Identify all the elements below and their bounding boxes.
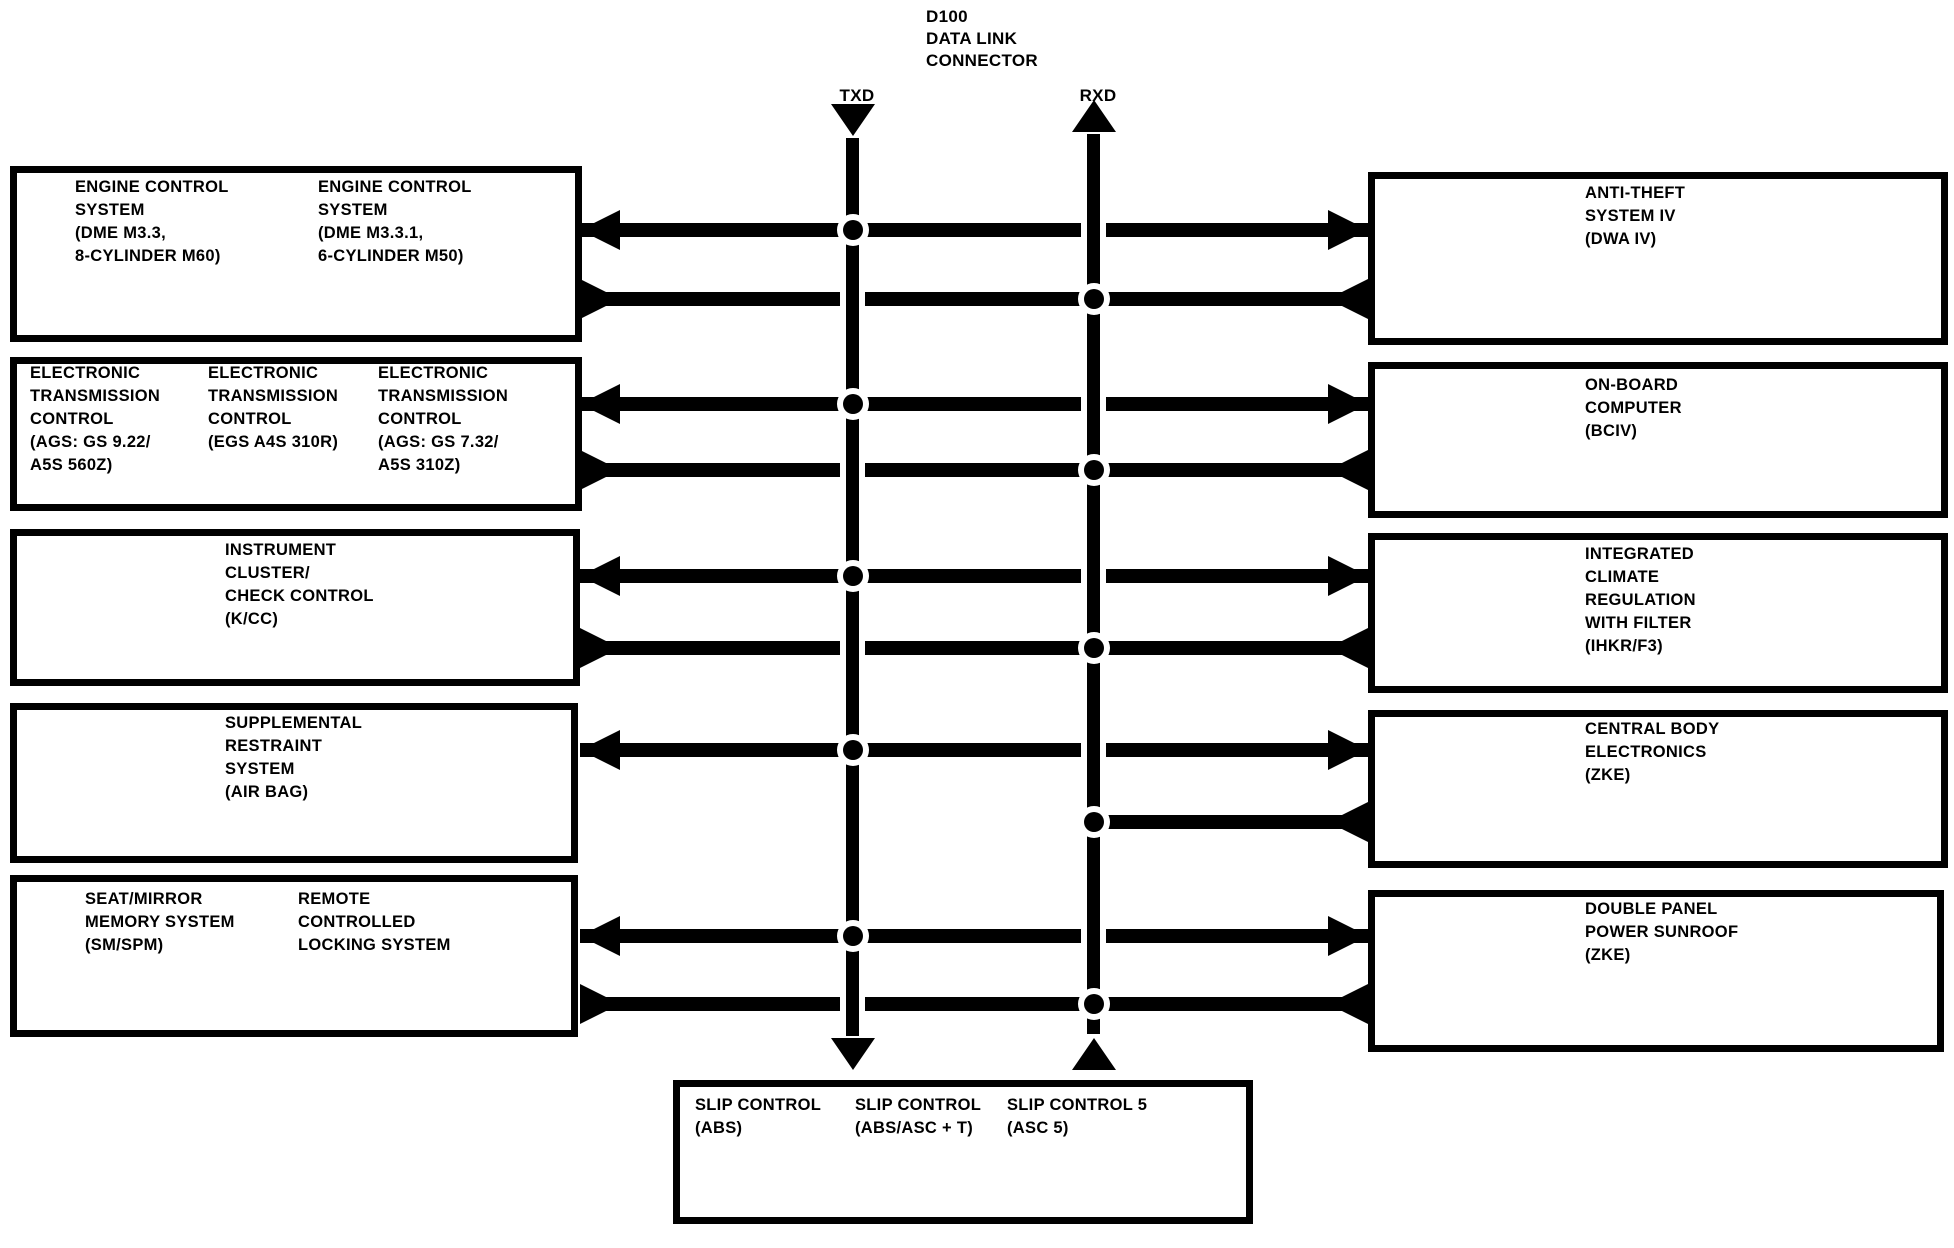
box-text: DOUBLE PANEL POWER SUNROOF (ZKE) — [1585, 900, 1739, 964]
box-text: SEAT/MIRROR MEMORY SYSTEM (SM/SPM) — [85, 890, 235, 954]
arrow-left-icon — [580, 916, 620, 956]
txd-label: TXD — [839, 86, 875, 105]
arrow-left-icon — [580, 730, 620, 770]
box-text: ELECTRONIC TRANSMISSION CONTROL (EGS A4S… — [208, 364, 339, 451]
box-engine-control-system — [10, 166, 582, 342]
arrow-left-icon — [1328, 628, 1368, 668]
arrow-left-icon — [580, 210, 620, 250]
arrow-right-icon — [580, 279, 620, 319]
box-integrated-climate-regulation — [1368, 533, 1948, 693]
bus-wire-segment — [1106, 743, 1368, 757]
bus-wire-segment — [580, 292, 840, 306]
rxd-bus-line — [1087, 134, 1100, 1034]
box-instrument-cluster — [10, 529, 580, 686]
junction-dot — [842, 220, 863, 240]
junction-dot — [842, 740, 863, 760]
bus-wire-segment — [580, 223, 1081, 237]
box-text: CENTRAL BODY ELECTRONICS (ZKE) — [1585, 720, 1720, 784]
bus-wire-segment — [865, 997, 1368, 1011]
arrow-left-icon — [1328, 802, 1368, 842]
arrow-right-icon — [1328, 556, 1368, 596]
box-on-board-computer — [1368, 362, 1948, 518]
bus-wire-segment — [865, 641, 1368, 655]
arrow-right-icon — [1328, 730, 1368, 770]
junction-dot — [842, 926, 863, 946]
box-text: ENGINE CONTROL SYSTEM (DME M3.3, 8-CYLIN… — [75, 178, 229, 265]
bus-wire-segment — [865, 292, 1368, 306]
box-electronic-transmission-control — [10, 357, 582, 511]
bus-wire-segment — [580, 463, 840, 477]
junction-dot — [1083, 638, 1104, 658]
box-text: SUPPLEMENTAL RESTRAINT SYSTEM (AIR BAG) — [225, 714, 363, 801]
bus-wire-segment — [580, 997, 840, 1011]
junction-dot — [842, 566, 863, 586]
connector-label: D100 DATA LINK CONNECTOR — [926, 7, 1038, 70]
bus-wire-segment — [580, 397, 1081, 411]
junction-dot — [1083, 460, 1104, 480]
junction-dot — [1083, 812, 1104, 832]
arrow-left-icon — [580, 384, 620, 424]
bus-wire-segment — [580, 929, 1081, 943]
box-supplemental-restraint-system — [10, 703, 578, 863]
arrow-left-icon — [1328, 450, 1368, 490]
box-anti-theft-system — [1368, 172, 1948, 345]
box-text: ELECTRONIC TRANSMISSION CONTROL (AGS: GS… — [30, 364, 161, 474]
box-text: ENGINE CONTROL SYSTEM (DME M3.3.1, 6-CYL… — [318, 178, 472, 265]
bus-wire-segment — [1087, 815, 1368, 829]
bus-wire-segment — [580, 743, 1081, 757]
bus-wire-segment — [1106, 569, 1368, 583]
arrow-right-icon — [1328, 210, 1368, 250]
arrow-right-icon — [1328, 384, 1368, 424]
arrow-left-icon — [1328, 279, 1368, 319]
box-slip-control — [673, 1080, 1253, 1224]
txd-arrow-down-icon — [831, 1038, 875, 1070]
bus-wire-segment — [580, 641, 840, 655]
arrow-left-icon — [580, 556, 620, 596]
bus-wire-segment — [1106, 397, 1368, 411]
arrow-right-icon — [1328, 916, 1368, 956]
junction-dot — [1083, 994, 1104, 1014]
bus-wire-segment — [865, 463, 1368, 477]
box-central-body-electronics — [1368, 710, 1948, 868]
arrow-left-icon — [1328, 984, 1368, 1024]
box-text: SLIP CONTROL (ABS/ASC + T) — [855, 1096, 982, 1137]
arrow-right-icon — [580, 628, 620, 668]
box-double-panel-power-sunroof — [1368, 890, 1944, 1052]
box-text: SLIP CONTROL (ABS) — [695, 1096, 822, 1137]
junction-dot — [1083, 289, 1104, 309]
box-text: ANTI-THEFT SYSTEM IV (DWA IV) — [1585, 184, 1686, 248]
bus-wire-segment — [1106, 223, 1368, 237]
rxd-arrow-up-icon — [1072, 1038, 1116, 1070]
rxd-arrow-up-icon — [1072, 100, 1116, 132]
box-text: SLIP CONTROL 5 (ASC 5) — [1007, 1096, 1148, 1137]
box-text: REMOTE CONTROLLED LOCKING SYSTEM — [298, 890, 451, 954]
box-text: INSTRUMENT CLUSTER/ CHECK CONTROL (K/CC) — [225, 541, 374, 628]
box-text: ELECTRONIC TRANSMISSION CONTROL (AGS: GS… — [378, 364, 509, 474]
box-seat-mirror-memory — [10, 875, 578, 1037]
junction-dot — [842, 394, 863, 414]
box-text: INTEGRATED CLIMATE REGULATION WITH FILTE… — [1585, 545, 1696, 655]
arrow-right-icon — [580, 450, 620, 490]
bus-wire-segment — [580, 569, 1081, 583]
box-text: ON-BOARD COMPUTER (BCIV) — [1585, 376, 1682, 440]
txd-arrow-down-icon — [831, 104, 875, 136]
arrow-right-icon — [580, 984, 620, 1024]
bus-wire-segment — [1106, 929, 1368, 943]
